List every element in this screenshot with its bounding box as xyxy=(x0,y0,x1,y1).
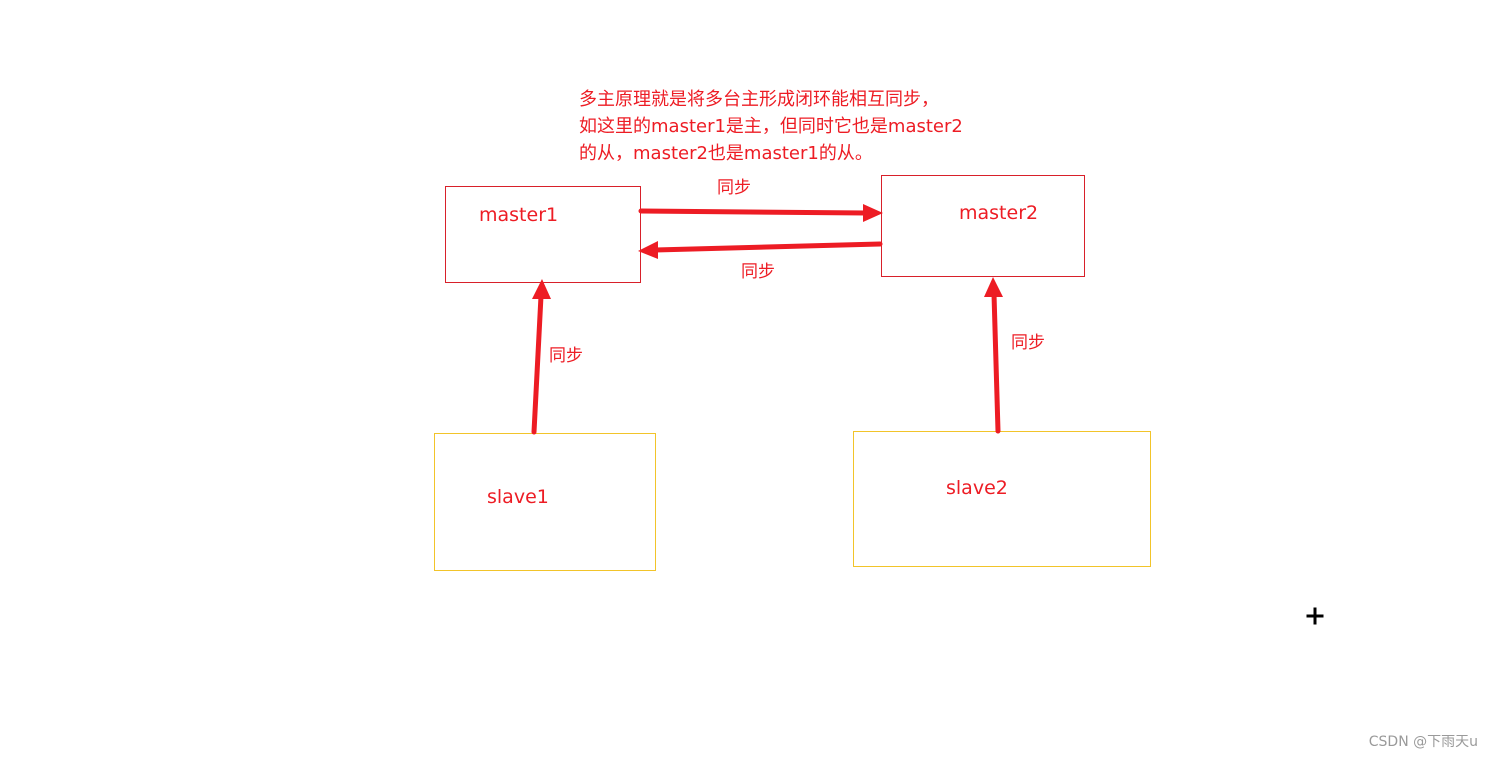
master1-label: master1 xyxy=(479,204,559,226)
annotation-line: 多主原理就是将多台主形成闭环能相互同步， xyxy=(579,89,939,110)
edge-label-master2-to-master1: 同步 xyxy=(741,262,775,282)
edge-label-slave1-to-master1: 同步 xyxy=(549,346,583,366)
edge-label-master1-to-master2: 同步 xyxy=(717,178,751,198)
master2-box xyxy=(881,175,1085,277)
annotation-line: 的从，master2也是master1的从。 xyxy=(579,143,873,164)
annotation-line: 如这里的master1是主，但同时它也是master2 xyxy=(579,116,963,137)
arrow-slave2-to-master2 xyxy=(984,277,1003,434)
arrow-master1-to-master2 xyxy=(638,204,883,222)
slave2-label: slave2 xyxy=(946,477,1008,499)
master2-label: master2 xyxy=(959,202,1039,224)
slave2-box xyxy=(853,431,1151,567)
edge-label-slave2-to-master2: 同步 xyxy=(1011,333,1045,353)
move-cursor-icon xyxy=(1305,606,1325,626)
slave1-label: slave1 xyxy=(487,486,549,508)
arrow-slave1-to-master1 xyxy=(531,279,551,435)
watermark: CSDN @下雨天u xyxy=(1368,734,1478,750)
arrow-master2-to-master1 xyxy=(638,241,883,259)
annotation-note: 多主原理就是将多台主形成闭环能相互同步， 如这里的master1是主，但同时它也… xyxy=(579,86,963,167)
slave1-box xyxy=(434,433,656,571)
